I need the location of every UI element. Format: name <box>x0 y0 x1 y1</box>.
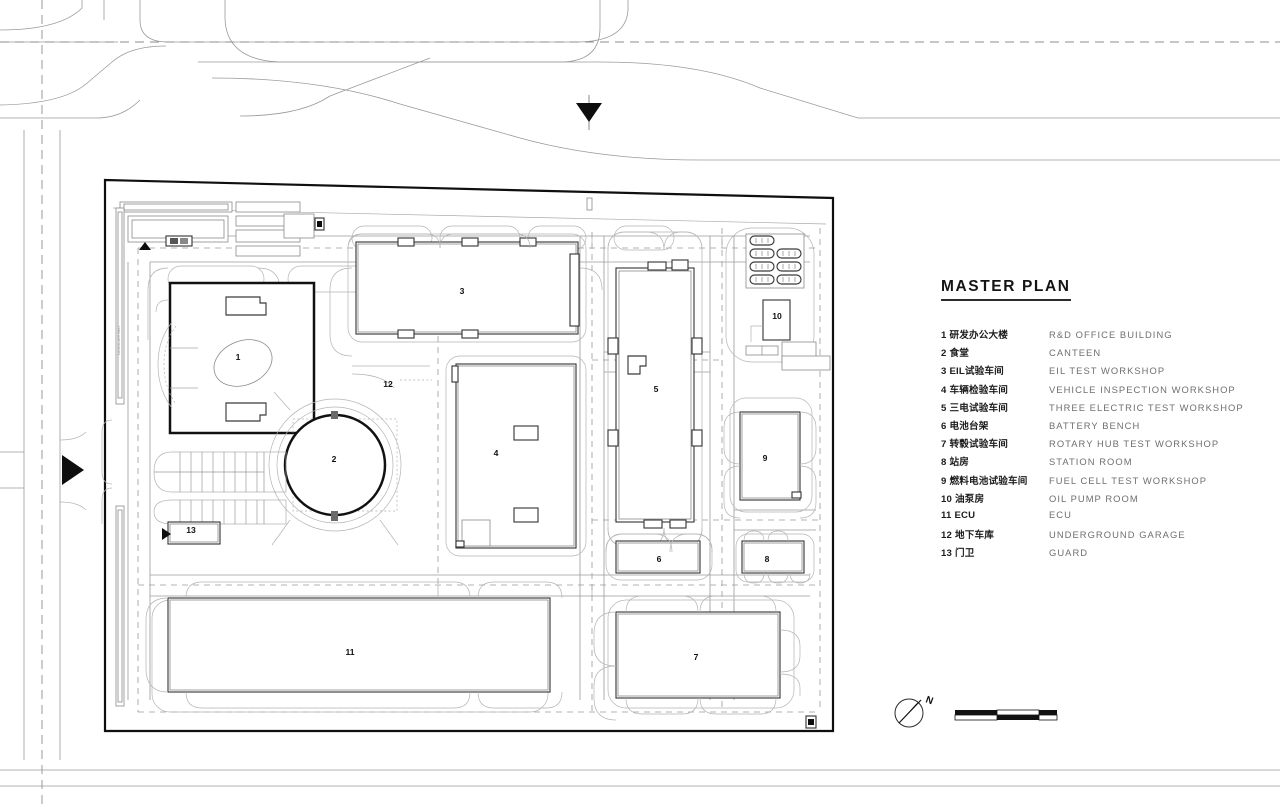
compass-rose: N <box>894 694 935 728</box>
plan-label-2: 2 <box>332 454 337 464</box>
entrance-markers <box>62 95 602 485</box>
legend-item-number: 5 <box>941 402 947 414</box>
legend-item-label-en: R&D OFFICE BUILDING <box>1049 329 1173 341</box>
plan-label-5: 5 <box>654 384 659 394</box>
building-9-fuel-cell-test-workshop <box>723 397 817 519</box>
building-8-station-room <box>735 530 815 584</box>
legend-item-number: 6 <box>941 420 947 432</box>
parking-and-guard <box>153 451 287 545</box>
legend-item-number: 3 <box>941 366 947 378</box>
plan-label-7: 7 <box>694 652 699 662</box>
building-3-eil-test-workshop <box>347 233 587 343</box>
building-11-ecu <box>145 581 563 713</box>
plan-label-6: 6 <box>657 554 662 564</box>
legend-item-number: 13 <box>941 548 952 560</box>
legend-item-number: 7 <box>941 439 947 451</box>
legend-item-label-en: FUEL CELL TEST WORKSHOP <box>1049 474 1208 486</box>
plan-label-1: 1 <box>236 352 241 362</box>
legend-item-label-en: UNDERGROUND GARAGE <box>1049 529 1186 541</box>
plan-label-11: 11 <box>345 647 354 657</box>
legend-item-label-en: STATION ROOM <box>1049 456 1133 468</box>
legend-item-label-en: ROTARY HUB TEST WORKSHOP <box>1049 438 1220 450</box>
legend-item-number: 1 <box>941 330 947 342</box>
legend-item-label-en: THREE ELECTRIC TEST WORKSHOP <box>1049 401 1244 413</box>
building-7-rotary-hub-test-workshop <box>593 595 801 721</box>
plan-label-13: 13 <box>186 525 196 535</box>
plan-label-8: 8 <box>765 554 770 564</box>
legend-title: MASTER PLAN <box>941 278 1071 302</box>
building-1-rd-office <box>155 281 316 435</box>
legend-item-number: 11 <box>941 509 952 521</box>
plan-label-4: 4 <box>494 448 499 458</box>
legend-item-number: 2 <box>941 348 947 360</box>
legend-item-label-en: ECU <box>1049 508 1072 520</box>
legend-item-number: 10 <box>941 493 952 505</box>
building-4-vehicle-inspection-workshop <box>445 355 587 557</box>
scale-bar <box>954 709 1058 721</box>
north-letter: N <box>924 694 935 707</box>
legend-item-label-en: OIL PUMP ROOM <box>1049 492 1139 504</box>
legend-item-label-en: VEHICLE INSPECTION WORKSHOP <box>1049 383 1236 395</box>
plan-label-10: 10 <box>772 311 782 321</box>
underground-garage-zone <box>351 365 432 389</box>
building-5-three-electric-test-workshop <box>607 231 703 547</box>
plan-label-12: 12 <box>383 379 393 389</box>
west-landscape-strip: LANDSCAPE BELT <box>101 207 125 707</box>
legend-item-label-en: GUARD <box>1049 547 1089 559</box>
building-6-battery-bench <box>605 533 713 581</box>
building-2-canteen <box>268 391 402 546</box>
legend-item-number: 8 <box>941 457 947 469</box>
north-facility-strip <box>119 201 325 257</box>
legend-item-number: 12 <box>941 530 952 542</box>
misc-site-detail <box>437 197 817 729</box>
legend-item-label-en: BATTERY BENCH <box>1049 419 1141 431</box>
svg-text:LANDSCAPE BELT: LANDSCAPE BELT <box>117 325 121 355</box>
legend-item-number: 9 <box>941 475 947 487</box>
legend-item-label-en: CANTEEN <box>1049 347 1102 359</box>
plan-label-3: 3 <box>460 286 465 296</box>
building-10-oil-pump-room <box>725 227 831 371</box>
legend-item-number: 4 <box>941 384 947 396</box>
plan-label-9: 9 <box>763 453 768 463</box>
legend-item-label-en: EIL TEST WORKSHOP <box>1049 365 1166 377</box>
